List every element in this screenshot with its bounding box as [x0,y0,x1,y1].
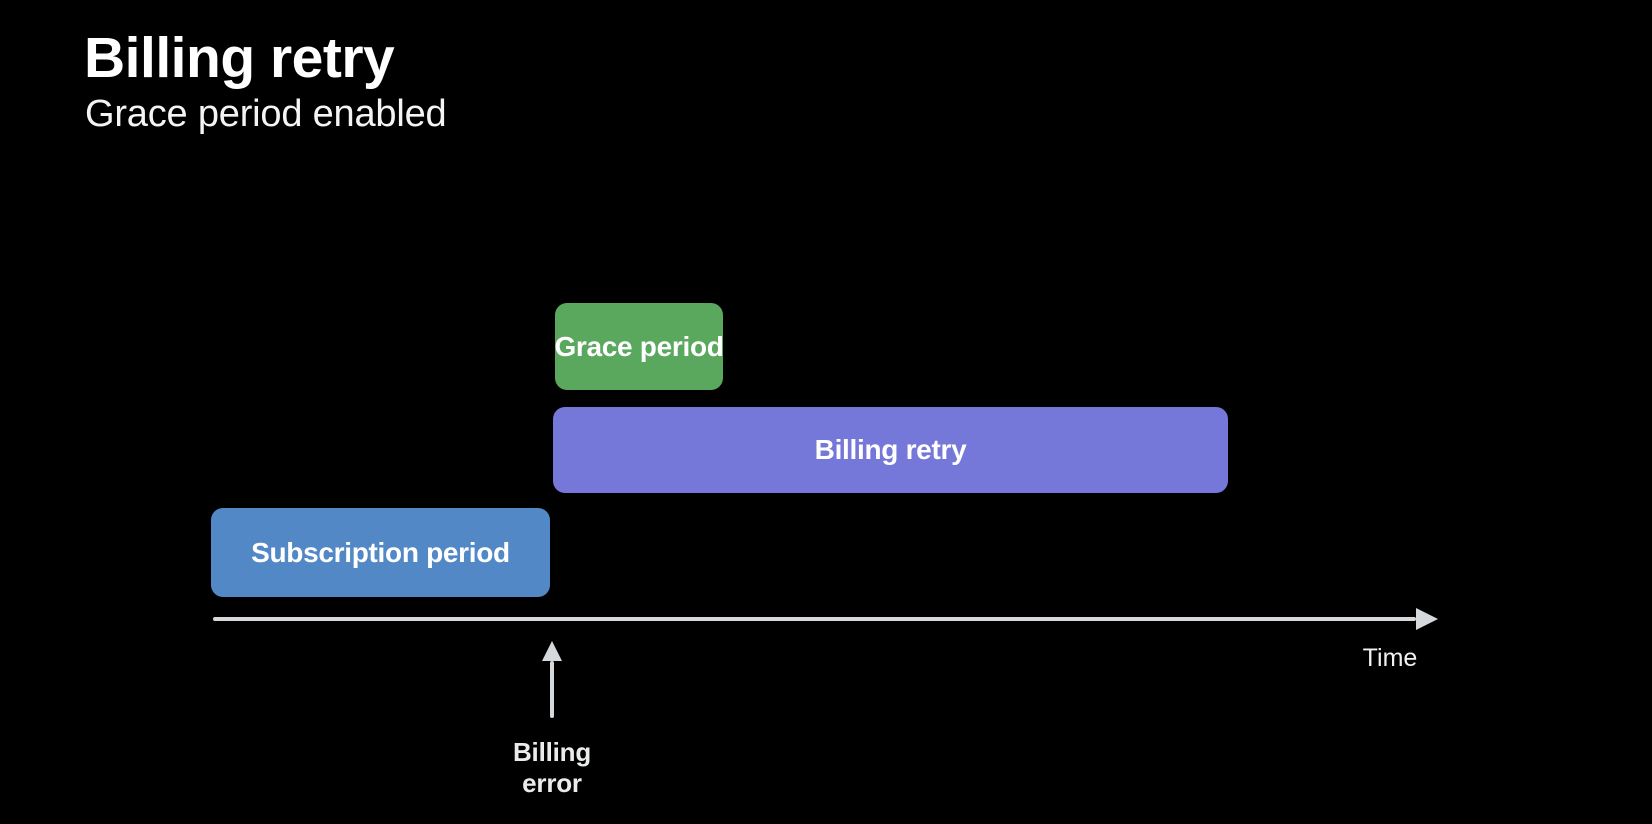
billing-error-arrow-shaft [550,661,554,718]
billing-error-label: Billing error [472,737,632,799]
bar-label: Subscription period [251,536,510,568]
bar-grace-period: Grace period [554,303,724,390]
time-axis-label: Time [1362,644,1418,672]
bar-billing-retry: Billing retry [553,407,1228,493]
bar-subscription-period: Subscription period [211,508,550,597]
slide-title: Billing retry [84,26,395,90]
billing-error-label-line2: error [522,768,582,798]
arrow-right-icon [1416,608,1438,630]
billing-error-label-line1: Billing [512,737,592,767]
slide-subtitle: Grace period enabled [85,93,447,135]
bar-label: Grace period [554,330,724,362]
bar-label: Billing retry [814,434,967,465]
time-axis-line [213,617,1416,621]
arrow-up-icon [542,641,562,661]
